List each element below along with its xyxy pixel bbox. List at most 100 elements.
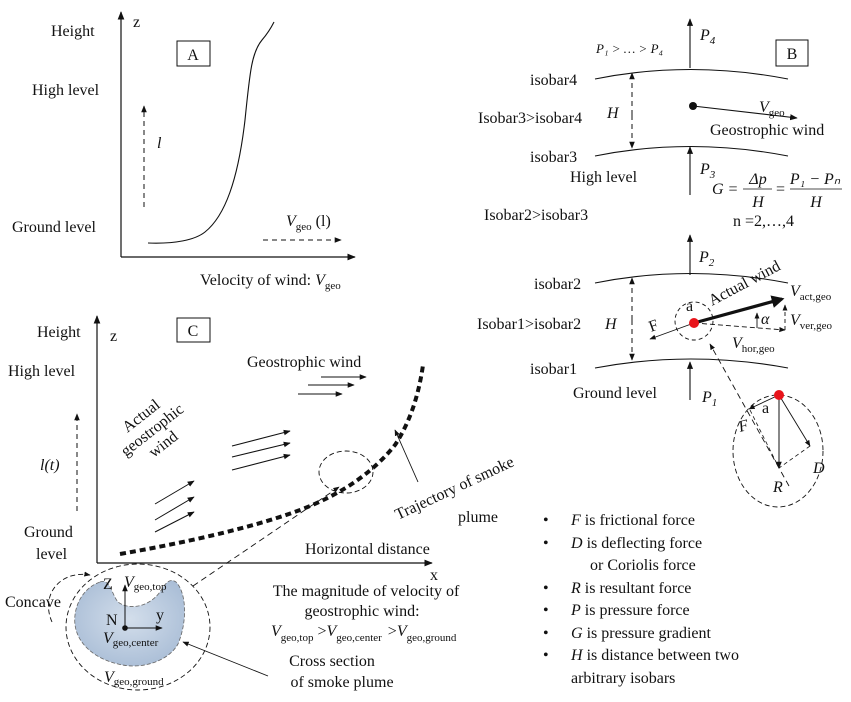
panel-b: B P₁ > … > P₄ isobar4 isobar3 isobar2 is… <box>477 18 842 508</box>
b-zoom-link-arrow <box>709 343 790 487</box>
c-concave-arrow <box>48 571 91 623</box>
c-x-label: x <box>430 567 438 584</box>
a-z-label: z <box>133 14 140 31</box>
panel-c: z x Height High level Ground level C l(t… <box>5 315 517 691</box>
b-isobar3-line <box>594 145 789 157</box>
c-z-label: z <box>110 328 117 345</box>
c-act-arrow-4 <box>154 480 195 505</box>
b-inset-d-arrow <box>778 394 811 447</box>
legend-text: or Coriolis force <box>590 557 696 574</box>
b-gradient-formula: G = Δp H = P₁ − Pₙ H n =2,…,4 <box>712 171 842 230</box>
legend-item-d-cont: or Coriolis force <box>543 555 739 578</box>
legend-list: F is frictional force D is deflecting fo… <box>543 510 739 690</box>
c-trajectory-line-1: Trajectory of smoke <box>393 454 517 524</box>
c-trajectory-line-2: plume <box>458 509 498 526</box>
legend-text: is deflecting force <box>582 534 703 552</box>
b-isobar2-line <box>594 272 789 284</box>
a-panel-label: A <box>187 47 199 64</box>
c-trajectory-label: Trajectory of smoke <box>393 454 517 524</box>
b-p2-label: P2 <box>698 249 715 269</box>
b-vhor-arrow <box>693 322 786 333</box>
formula-denominator-2: H <box>809 194 823 211</box>
b-point-a-label: a <box>686 298 693 315</box>
b-inset-f-arrow <box>748 394 780 410</box>
b-point-a-dot <box>689 318 699 328</box>
b-actual-wind-arrow <box>693 295 785 325</box>
legend-symbol: F <box>571 512 581 529</box>
b-inset-circle <box>732 394 824 508</box>
b-isobar3-label: isobar3 <box>530 149 577 166</box>
formula-lhs: G = <box>712 181 738 198</box>
c-vtop-label: Vgeo,top <box>124 574 167 593</box>
c-cross-section-line-1: Cross section <box>289 653 375 670</box>
legend-item-p: P is pressure force <box>543 600 739 623</box>
c-magnitude-line-2: geostrophic wind: <box>304 603 419 620</box>
legend-symbol: R <box>571 579 581 597</box>
legend-text: is pressure force <box>580 602 690 619</box>
b-p3-label: P3 <box>699 161 716 181</box>
b-friction-label: F <box>647 317 661 336</box>
b-isobar1-line <box>594 358 789 369</box>
b-high-level: High level <box>570 169 638 186</box>
c-z-local-label: Z <box>103 576 113 593</box>
b-isobar4-label: isobar4 <box>530 72 577 89</box>
panel-a: z Height High level Ground level A l Vge… <box>12 11 356 292</box>
legend-symbol: D <box>571 534 583 552</box>
b-geo-wind-label: Geostrophic wind <box>710 122 824 139</box>
b-inset-dash-1 <box>749 409 780 469</box>
legend-item-f: F is frictional force <box>543 510 739 533</box>
a-height-label: Height <box>51 23 95 40</box>
c-center-point <box>122 625 128 631</box>
legend-text: arbitrary isobars <box>571 669 676 687</box>
b-pressure-order: P₁ > … > P₄ <box>595 41 664 56</box>
b-ground-level: Ground level <box>573 385 658 402</box>
b-inset-r-label: R <box>772 479 783 496</box>
c-level-label: level <box>36 546 68 563</box>
formula-range: n =2,…,4 <box>733 213 794 230</box>
legend-item-r: R is resultant force <box>543 578 739 601</box>
c-act-arrow-3 <box>231 453 291 471</box>
b-inset-a-label: a <box>762 400 769 417</box>
b-friction-arrow <box>649 322 695 340</box>
formula-denominator-1: H <box>751 194 765 211</box>
b-point-a-circle <box>674 301 714 341</box>
c-act-arrow-2 <box>231 441 291 458</box>
c-y-local-label: y <box>156 607 164 624</box>
c-high-level-label: High level <box>8 363 76 380</box>
legend-item-h-cont: arbitrary isobars <box>543 668 739 691</box>
c-cross-section-pointer <box>182 641 269 677</box>
legend-text: is frictional force <box>580 512 695 529</box>
c-horizontal-distance-label: Horizontal distance <box>305 541 430 558</box>
b-alpha-label: α <box>761 311 770 328</box>
c-act-arrow-5 <box>154 496 195 521</box>
b-vver-label: Vver,geo <box>790 312 833 332</box>
c-plume-section-circle <box>318 450 374 494</box>
c-ground-label: Ground <box>24 524 73 541</box>
formula-numerator-2: P₁ − Pₙ <box>789 171 841 188</box>
b-p1-label: P1 <box>701 389 717 409</box>
b-isobar2-label: isobar2 <box>534 276 581 293</box>
legend-symbol: H <box>571 647 583 664</box>
c-act-arrow-6 <box>154 511 195 533</box>
legend-text: is resultant force <box>580 579 692 597</box>
c-inequality: Vgeo,top>Vgeo,center>Vgeo,ground <box>271 623 457 644</box>
c-actual-wind-label: Actual geostrophic wind <box>118 396 187 461</box>
legend-item-d: D is deflecting force <box>543 533 739 556</box>
a-ground-level-label: Ground level <box>12 219 97 236</box>
b-compare-1-2: Isobar1>isobar2 <box>477 316 581 333</box>
c-time-symbol: l(t) <box>40 457 60 474</box>
legend-symbol: P <box>571 602 581 619</box>
c-concave-label: Concave <box>5 594 61 611</box>
b-vact-label: Vact,geo <box>790 283 832 303</box>
b-compare-3-4: Isobar3>isobar4 <box>478 110 582 127</box>
b-p4-label: P4 <box>699 27 716 47</box>
b-vgeo-label: Vgeo <box>759 99 785 119</box>
a-high-level-label: High level <box>32 82 100 99</box>
legend-item-g: G is pressure gradient <box>543 623 739 646</box>
legend-text: is pressure gradient <box>582 624 711 642</box>
b-compare-2-3: Isobar2>isobar3 <box>484 207 588 224</box>
c-cross-section-line-2: of smoke plume <box>290 674 393 691</box>
b-geo-arrow <box>692 105 798 121</box>
c-trajectory-curve <box>119 364 425 556</box>
